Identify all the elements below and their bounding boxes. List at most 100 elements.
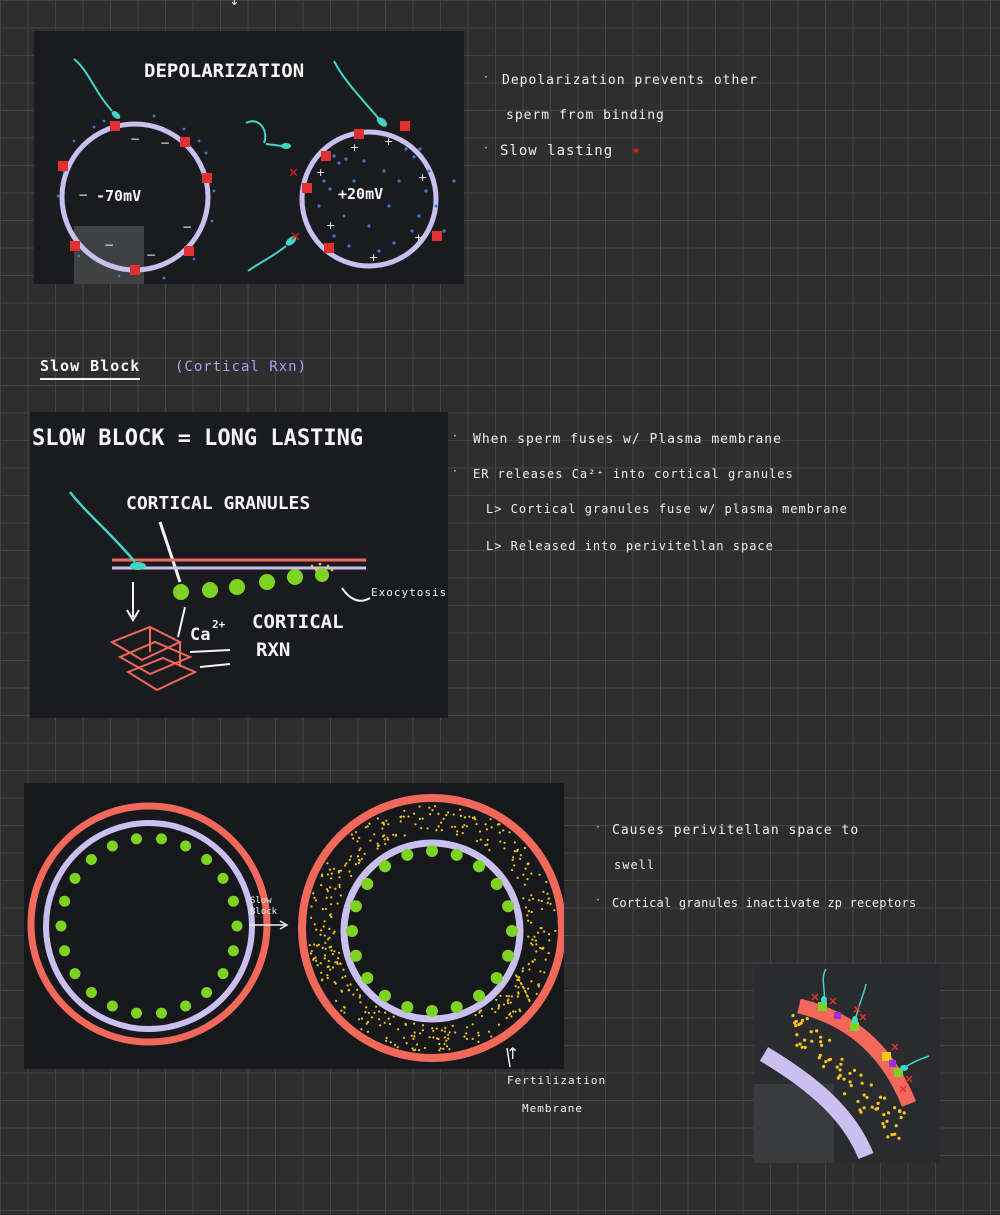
perivitelline-particle [346, 984, 349, 987]
perivitelline-particle [862, 1093, 866, 1097]
perivitelline-particle [350, 833, 353, 836]
perivitelline-particle [413, 1035, 416, 1038]
cortical-rxn-label-line2: RXN [256, 639, 290, 661]
perivitelline-particle [507, 1002, 510, 1005]
perivitelline-particle [883, 1096, 887, 1100]
perivitelline-particle [419, 1032, 422, 1035]
perivitelline-particle [852, 1068, 857, 1072]
perivitelline-particle [385, 819, 388, 822]
perivitelline-particle [448, 1031, 451, 1034]
perivitelline-particle [546, 892, 549, 895]
perivitelline-particle [516, 876, 519, 879]
perivitelline-particle [396, 1046, 399, 1049]
perivitelline-particle [366, 825, 369, 828]
cortical-granule [450, 1001, 463, 1014]
perivitelline-particle [338, 883, 341, 886]
perivitelline-particle [360, 857, 364, 860]
perivitelline-particle [352, 993, 355, 996]
perivitelline-particle [326, 873, 329, 876]
perivitelline-particle [471, 816, 475, 819]
perivitelline-particle [369, 839, 372, 842]
perivitelline-particle [490, 1035, 493, 1038]
perivitelline-particle [828, 1057, 833, 1061]
perivitelline-particle [897, 1136, 901, 1140]
perivitelline-particle [326, 976, 329, 980]
perivitelline-particle [530, 921, 533, 924]
perivitelline-particle [876, 1101, 880, 1105]
perivitelline-particle [507, 995, 510, 998]
perivitelline-particle [385, 1036, 388, 1039]
perivitelline-particle [343, 1006, 346, 1009]
perivitelline-particle [439, 1047, 442, 1050]
perivitelline-particle [799, 1021, 803, 1025]
minus-sign: − [130, 132, 140, 146]
perivitelline-particle [539, 970, 542, 973]
perivitelline-particle [320, 929, 323, 932]
perivitelline-particle [339, 894, 342, 897]
perivitelline-particle [310, 905, 313, 908]
cortical-granule [59, 895, 71, 907]
perivitelline-particle [345, 862, 348, 865]
perivitelline-particle [324, 941, 327, 944]
perivitelline-particle [415, 1043, 419, 1046]
perivitelline-particle [368, 822, 371, 825]
perivitelline-particle [505, 1017, 508, 1020]
perivitelline-particle [465, 1026, 469, 1029]
perivitelline-particle [477, 1034, 480, 1037]
plus-sign: + [418, 171, 427, 184]
perivitelline-particle [537, 983, 540, 986]
perivitelline-particle [412, 1037, 415, 1040]
perivitelline-particle [547, 952, 550, 955]
perivitelline-particle [471, 1023, 474, 1026]
perivitelline-particle [388, 1022, 391, 1026]
perivitelline-particle [373, 1011, 376, 1014]
perivitelline-particle [310, 950, 313, 953]
perivitelline-particle [510, 1015, 513, 1018]
zp-receptor-image [754, 964, 940, 1163]
bullet-dot: · [453, 464, 457, 478]
perivitelline-particle [356, 988, 359, 991]
perivitelline-particle [411, 1047, 414, 1050]
perivitelline-particle [387, 823, 390, 826]
perivitelline-particle [465, 825, 468, 828]
perivitelline-particle [459, 814, 462, 817]
perivitelline-particle [495, 998, 498, 1001]
perivitelline-particle [377, 1010, 381, 1013]
star-icon: ✶ [631, 144, 642, 158]
perivitelline-particle [445, 1039, 448, 1042]
perivitelline-particle [431, 1027, 434, 1030]
perivitelline-particle [528, 968, 531, 971]
perivitelline-particle [313, 923, 316, 926]
perivitelline-particle [314, 956, 317, 959]
perivitelline-particle [435, 1027, 438, 1030]
perivitelline-particle [899, 1115, 903, 1120]
perivitelline-particle [364, 1011, 367, 1014]
perivitelline-particle [320, 884, 323, 887]
perivitelline-particle [452, 813, 455, 816]
perivitelline-particle [881, 1122, 885, 1126]
perivitelline-particle [359, 1001, 362, 1004]
perivitelline-particle [432, 1029, 435, 1032]
cortical-granule [227, 895, 239, 907]
perivitelline-particle [794, 1024, 798, 1028]
perivitelline-particle [540, 907, 544, 911]
perivitelline-particle [519, 857, 522, 860]
perivitelline-particle [384, 843, 387, 846]
perivitelline-particle [432, 1036, 435, 1039]
cortical-reaction-image: Slow Block [24, 783, 564, 1069]
perivitelline-particle [486, 843, 489, 846]
cortical-granule [349, 949, 362, 962]
perivitelline-particle [837, 1074, 841, 1078]
cortical-granule [490, 972, 503, 984]
cortical-granule [201, 854, 213, 865]
perivitelline-particle [440, 829, 443, 832]
perivitelline-particle [339, 962, 342, 965]
cortical-granule [502, 900, 515, 913]
perivitelline-particle [338, 885, 341, 889]
perivitelline-particle [356, 855, 359, 858]
perivitelline-particle [447, 1033, 450, 1036]
perivitelline-particle [508, 831, 511, 834]
plus-sign: + [316, 166, 325, 179]
perivitelline-particle [326, 888, 329, 891]
perivitelline-particle [312, 892, 315, 895]
